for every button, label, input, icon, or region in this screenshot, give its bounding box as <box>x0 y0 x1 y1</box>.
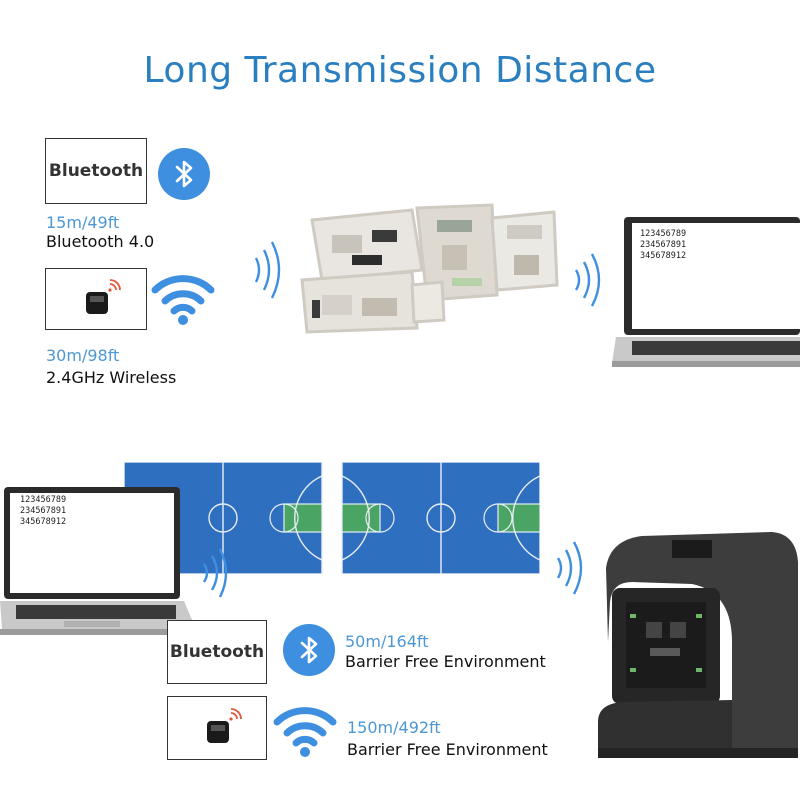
bluetooth-box-label: Bluetooth <box>48 161 144 181</box>
laptop-line: 123456789 <box>20 495 67 505</box>
wireless-name: Barrier Free Environment <box>347 740 548 759</box>
page-title: Long Transmission Distance <box>143 50 657 91</box>
wifi-icon <box>150 268 216 328</box>
wireless-name: 2.4GHz Wireless <box>46 368 177 387</box>
laptop-icon: 123456789 234567891 345678912 <box>612 215 800 370</box>
laptop-line: 234567891 <box>20 506 67 516</box>
bluetooth-label-box: Bluetooth <box>45 138 147 204</box>
wireless-distance: 150m/492ft <box>347 718 441 737</box>
signal-waves-icon <box>198 548 238 598</box>
barcode-scanner-image <box>592 522 800 762</box>
laptop-screen: 123456789 234567891 345678912 <box>640 229 686 262</box>
laptop-screen: 123456789 234567891 345678912 <box>20 495 66 528</box>
bluetooth-label-box: Bluetooth <box>167 620 267 684</box>
bluetooth-icon <box>158 148 210 200</box>
usb-dongle-box <box>167 696 267 760</box>
signal-waves-icon <box>552 540 592 596</box>
bluetooth-distance: 15m/49ft <box>46 213 120 232</box>
bluetooth-distance: 50m/164ft <box>345 632 429 651</box>
laptop-line: 345678912 <box>640 251 687 261</box>
wireless-distance: 30m/98ft <box>46 346 120 365</box>
signal-waves-icon <box>570 252 610 308</box>
usb-dongle-icon <box>86 279 121 314</box>
bluetooth-icon <box>283 624 335 676</box>
usb-dongle-icon <box>207 708 242 743</box>
laptop-line: 345678912 <box>20 517 67 527</box>
bluetooth-name: Barrier Free Environment <box>345 652 546 671</box>
signal-waves-icon <box>248 240 288 300</box>
laptop-line: 123456789 <box>640 229 687 239</box>
bluetooth-name: Bluetooth 4.0 <box>46 232 155 251</box>
usb-dongle-box <box>45 268 147 330</box>
bluetooth-box-label: Bluetooth <box>169 642 265 662</box>
wifi-icon <box>272 700 338 760</box>
laptop-line: 234567891 <box>640 240 687 250</box>
floorplan-image <box>292 200 562 335</box>
laptop-icon: 123456789 234567891 345678912 <box>0 485 196 645</box>
